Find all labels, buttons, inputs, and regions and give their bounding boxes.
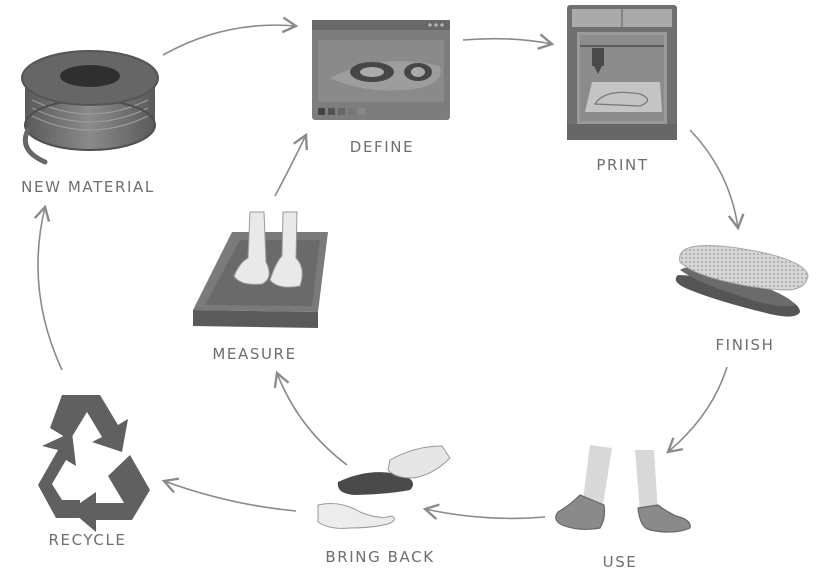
label-use: USE xyxy=(602,553,638,571)
label-measure: MEASURE xyxy=(212,345,297,363)
design-software-window-icon xyxy=(312,20,450,120)
label-define: DEFINE xyxy=(349,138,415,156)
label-bring-back: BRING BACK xyxy=(325,548,435,566)
arrow-use-to-bring-back xyxy=(422,503,546,520)
cycle-arrows xyxy=(33,16,745,520)
arrow-define-to-print xyxy=(462,33,555,50)
label-new-material: NEW MATERIAL xyxy=(21,178,155,196)
foot-scanner-icon xyxy=(193,211,328,328)
arrow-bring-back-to-recycle xyxy=(161,477,297,512)
label-print: PRINT xyxy=(596,156,649,174)
finished-insole-icon xyxy=(675,244,809,317)
recycle-icon xyxy=(38,395,150,532)
arrow-new-material-to-define xyxy=(162,16,299,56)
arrow-measure-to-define xyxy=(274,132,309,197)
arrow-print-to-finish xyxy=(689,129,745,231)
arrow-bring-back-to-measure xyxy=(273,370,348,466)
3d-printer-icon xyxy=(567,5,677,140)
hands-returning-insole-icon xyxy=(317,445,451,529)
arrow-recycle-to-new-material xyxy=(33,204,63,371)
arrow-finish-to-use xyxy=(666,366,728,454)
label-finish: FINISH xyxy=(715,336,775,354)
label-recycle: RECYCLE xyxy=(48,531,127,549)
walking-feet-icon xyxy=(555,445,691,533)
filament-spool-icon xyxy=(21,50,159,165)
